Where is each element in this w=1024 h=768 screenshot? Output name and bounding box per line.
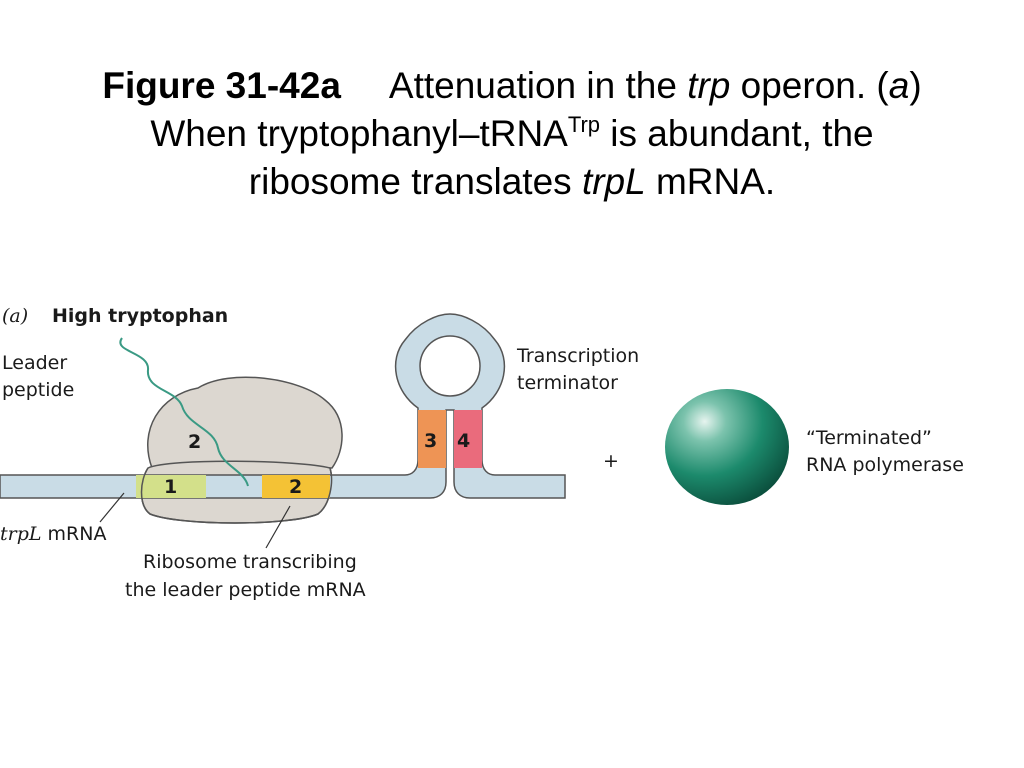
caption-line2-pre: When tryptophanyl–tRNA xyxy=(150,113,568,154)
segment-2 xyxy=(262,475,330,498)
caption-trp-superscript: Trp xyxy=(567,112,601,137)
segment-4 xyxy=(454,410,482,468)
polymerase-label-line2: RNA polymerase xyxy=(806,454,964,476)
ribosome-site-2-number: 2 xyxy=(188,431,201,453)
plus-sign: + xyxy=(603,450,619,472)
leader-peptide-label-line2: peptide xyxy=(2,379,74,401)
caption-title-mid: operon. ( xyxy=(730,65,889,106)
caption-trpl: trpL xyxy=(581,161,646,202)
trpl-pointer-line xyxy=(99,492,125,523)
ribosome-pointer-line xyxy=(265,505,291,549)
caption-line3-pre: ribosome translates xyxy=(248,161,582,202)
mrna-label: trpL mRNA xyxy=(0,523,106,545)
segment-1-number: 1 xyxy=(164,476,177,498)
leader-peptide-chain xyxy=(119,337,249,487)
mrna-label-rest: mRNA xyxy=(42,523,107,545)
caption-trp: trp xyxy=(687,65,731,106)
caption-title-pre: Attenuation in the xyxy=(388,65,688,106)
leader-peptide-label-line1: Leader xyxy=(2,352,67,374)
segment-1 xyxy=(136,475,206,498)
terminator-loop-hole xyxy=(419,335,481,397)
segment-2-number: 2 xyxy=(289,476,302,498)
caption-panel-a: a xyxy=(888,65,910,106)
polymerase-label-line1: “Terminated” xyxy=(806,427,932,449)
panel-label: (a) xyxy=(2,305,28,327)
ribosome-label-line2: the leader peptide mRNA xyxy=(125,579,366,601)
mrna-label-trpl: trpL xyxy=(0,523,42,545)
caption-line2-post: is abundant, the xyxy=(600,113,874,154)
terminator-label-line1: Transcription xyxy=(516,345,639,367)
segment-3-number: 3 xyxy=(424,430,437,452)
caption-title-post: ) xyxy=(909,65,922,106)
figure-caption: Figure 31-42a Attenuation in the trp oper… xyxy=(40,62,984,206)
condition-label: High tryptophan xyxy=(52,305,228,327)
ribosome-outline xyxy=(140,467,333,524)
terminator-label-line2: terminator xyxy=(517,372,618,394)
caption-line3-post: mRNA. xyxy=(645,161,776,202)
rna-polymerase xyxy=(665,389,789,505)
figure-label: Figure 31-42a xyxy=(102,65,341,106)
segment-3 xyxy=(418,410,446,468)
ribosome-large-subunit xyxy=(147,376,343,469)
ribosome-label-line1: Ribosome transcribing xyxy=(143,551,357,573)
segment-4-number: 4 xyxy=(457,430,470,452)
